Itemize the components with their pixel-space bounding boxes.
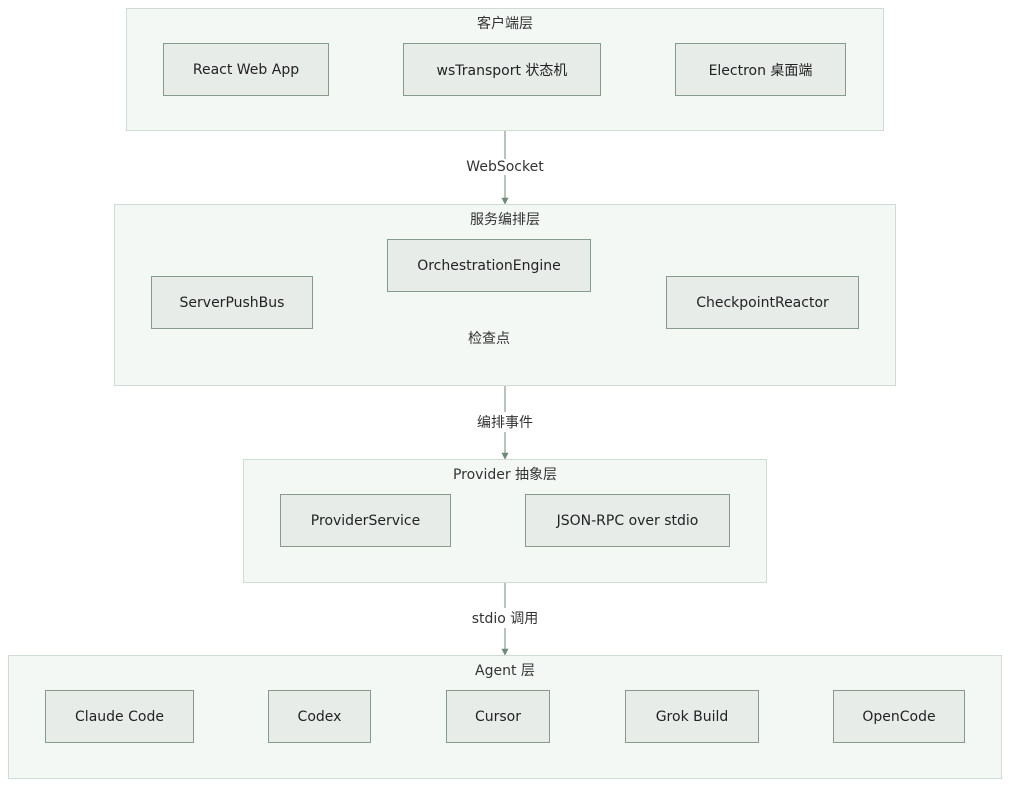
cursor-node[interactable]: Cursor <box>446 690 550 743</box>
client-layer-title: 客户端层 <box>477 16 533 32</box>
react-web-app-node[interactable]: React Web App <box>163 43 329 96</box>
ws-transport-node[interactable]: wsTransport 状态机 <box>403 43 601 96</box>
electron-desktop-node[interactable]: Electron 桌面端 <box>675 43 846 96</box>
json-rpc-node[interactable]: JSON-RPC over stdio <box>525 494 730 547</box>
orchestration-engine-node[interactable]: OrchestrationEngine <box>387 239 591 292</box>
stdio-call-edge-label: stdio 调用 <box>469 608 541 628</box>
checkpoint-edge-label: 检查点 <box>466 328 512 348</box>
orchestration-events-edge-label: 编排事件 <box>475 412 535 432</box>
provider-layer-title: Provider 抽象层 <box>452 467 558 483</box>
agent-layer-title: Agent 层 <box>475 663 535 679</box>
codex-node[interactable]: Codex <box>268 690 371 743</box>
opencode-node[interactable]: OpenCode <box>833 690 965 743</box>
checkpoint-reactor-node[interactable]: CheckpointReactor <box>666 276 859 329</box>
claude-code-node[interactable]: Claude Code <box>45 690 194 743</box>
provider-service-node[interactable]: ProviderService <box>280 494 451 547</box>
websocket-edge-label: WebSocket <box>464 159 546 175</box>
service-layer-title: 服务编排层 <box>470 212 540 228</box>
server-push-bus-node[interactable]: ServerPushBus <box>151 276 313 329</box>
grok-build-node[interactable]: Grok Build <box>625 690 759 743</box>
